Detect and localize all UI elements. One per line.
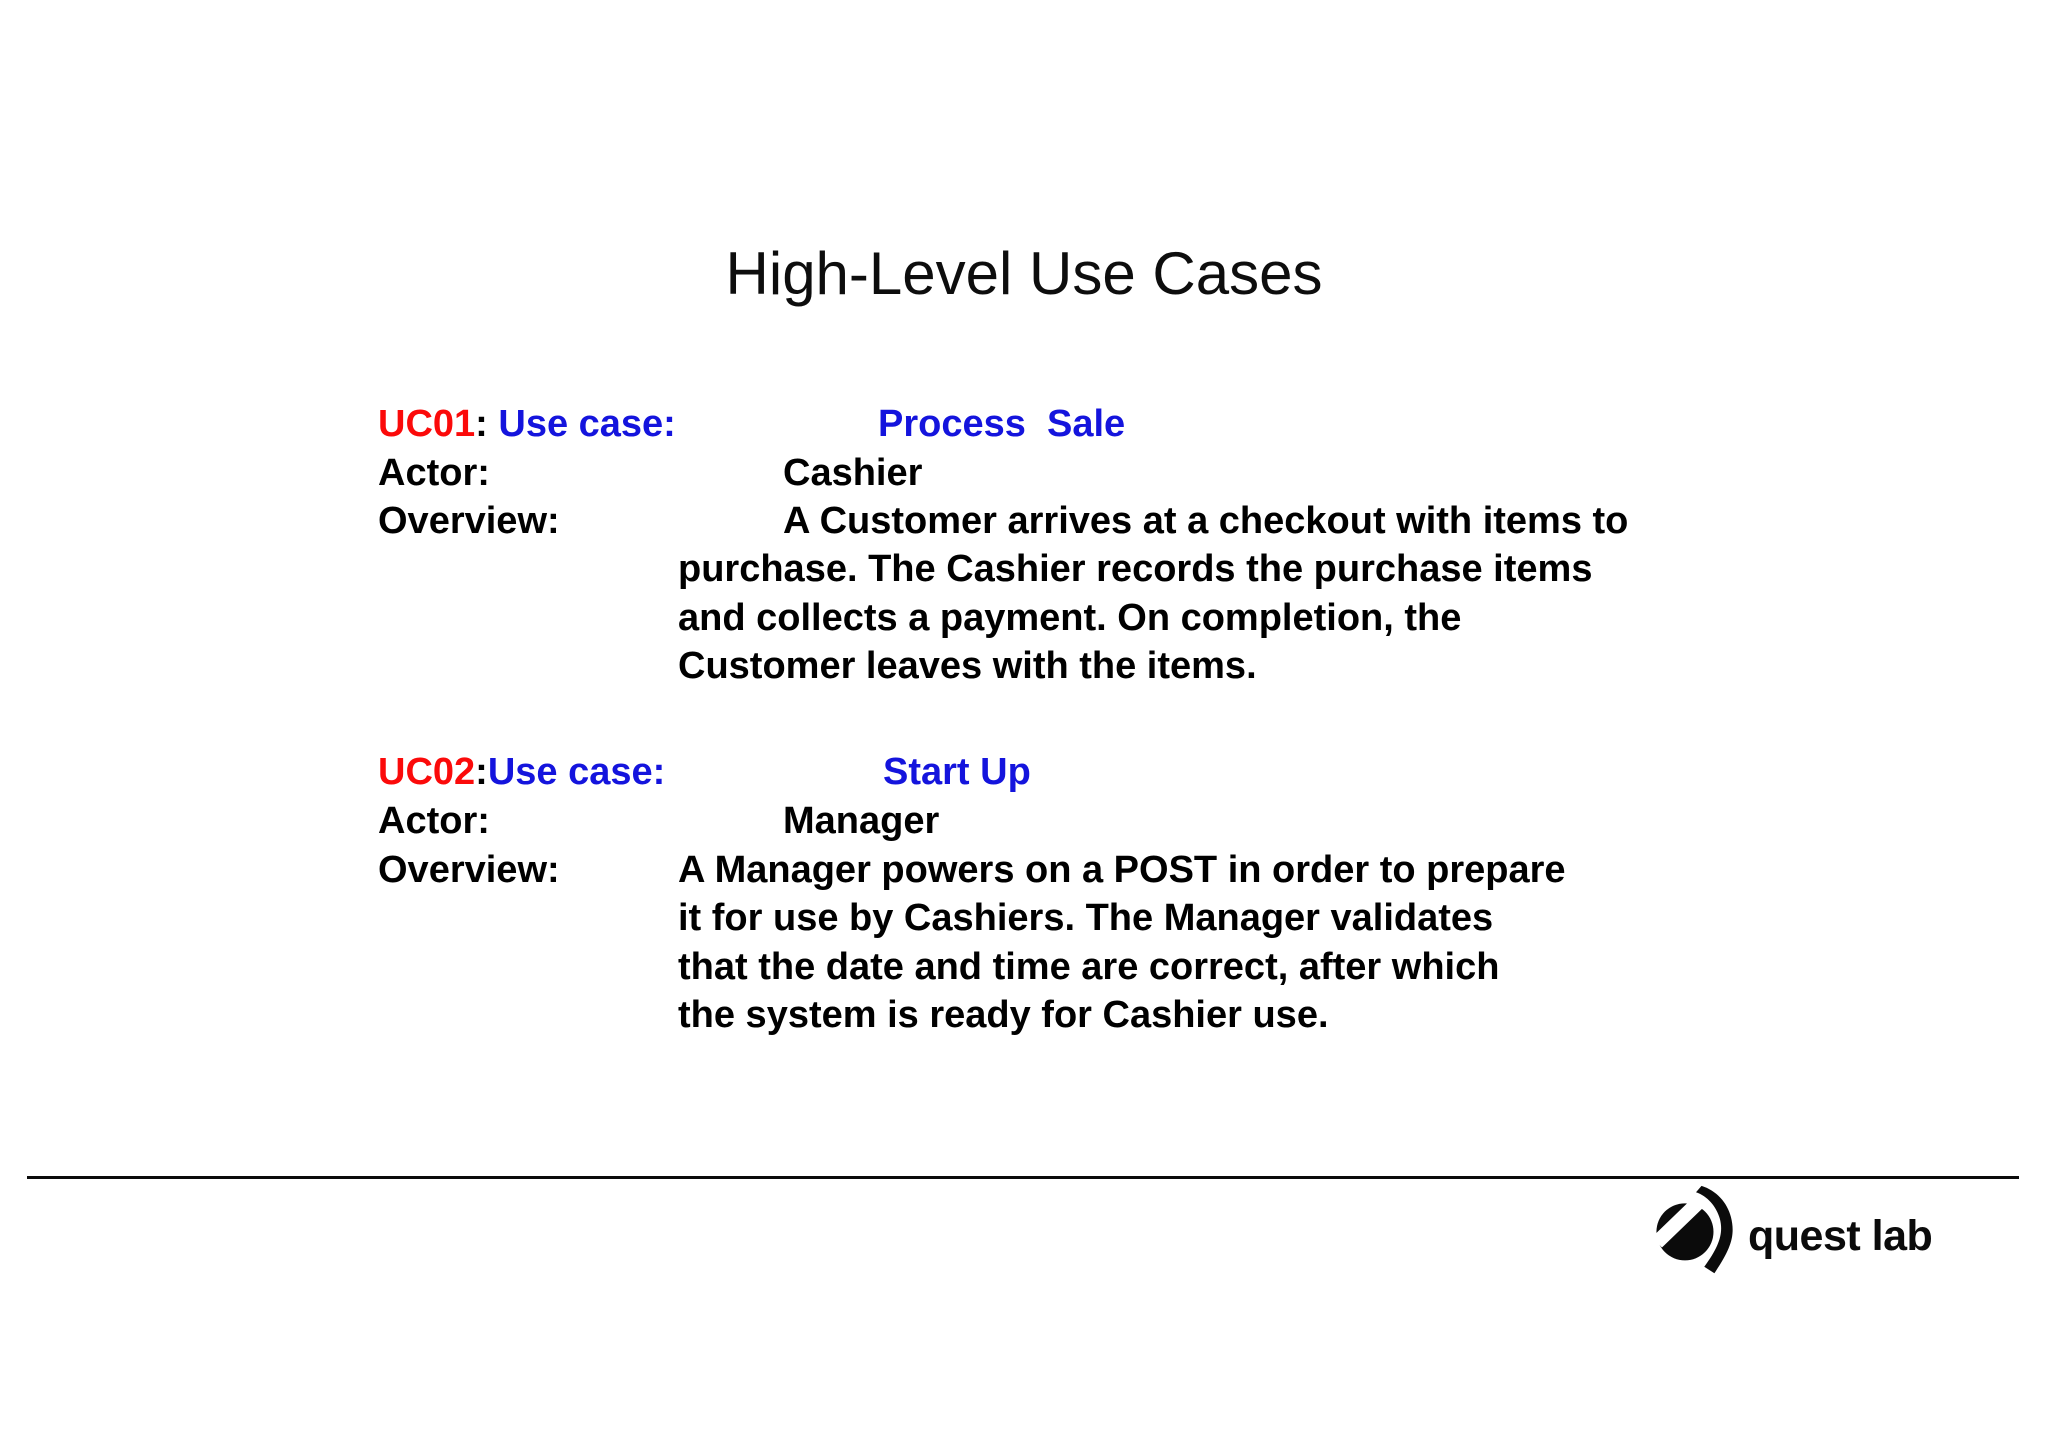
uc01-actor-value: Cashier: [783, 452, 923, 494]
uc02-overview-text-1: A Manager powers on a POST in order to p…: [678, 849, 1566, 891]
uc01-overview-text-4: Customer leaves with the items.: [678, 645, 1257, 687]
uc02-use-case-name: Start Up: [883, 751, 1031, 793]
uc02-overview-text-2: it for use by Cashiers. The Manager vali…: [678, 897, 1494, 939]
uc02-id-separator: :: [475, 751, 488, 793]
uc01-id: UC01: [378, 403, 476, 445]
uc01-actor-label: Actor:: [378, 452, 490, 494]
quest-lab-logo-icon: [1651, 1185, 1733, 1274]
uc01-overview-line-2: purchase. The Cashier records the purcha…: [0, 545, 2048, 593]
uc01-overview-text-1: A Customer arrives at a checkout with it…: [783, 500, 1629, 542]
uc01-overview-line-4: Customer leaves with the items.: [0, 642, 2048, 690]
page-title: High-Level Use Cases: [725, 240, 1323, 307]
uc02-header-left: UC02:Use case:: [378, 748, 665, 796]
uc01-header-line: UC01: Use case: Process Sale: [0, 400, 2048, 448]
uc01-actor-line: Actor: Cashier: [0, 449, 2048, 497]
uc02-overview-text-3: that the date and time are correct, afte…: [678, 946, 1500, 988]
uc02-overview-line-2: it for use by Cashiers. The Manager vali…: [0, 894, 2048, 942]
uc02-use-case-label: Use case:: [487, 751, 666, 793]
uc01-overview-text-3: and collects a payment. On completion, t…: [678, 597, 1462, 639]
uc02-overview-line-4: the system is ready for Cashier use.: [0, 991, 2048, 1039]
uc01-overview-label: Overview:: [378, 500, 560, 542]
uc02-actor-line: Actor: Manager: [0, 797, 2048, 845]
footer-divider: [27, 1176, 2019, 1179]
uc01-id-separator: :: [475, 403, 499, 445]
uc01-overview-text-2: purchase. The Cashier records the purcha…: [678, 548, 1593, 590]
uc02-overview-text-4: the system is ready for Cashier use.: [678, 994, 1329, 1036]
uc02-overview-line-3: that the date and time are correct, afte…: [0, 943, 2048, 991]
uc01-overview-line-3: and collects a payment. On completion, t…: [0, 594, 2048, 642]
uc02-header-line: UC02:Use case: Start Up: [0, 748, 2048, 796]
uc01-use-case-label: Use case:: [498, 403, 676, 445]
uc01-overview-line: Overview: A Customer arrives at a checko…: [0, 497, 2048, 545]
uc02-actor-label: Actor:: [378, 800, 490, 842]
uc02-overview-line: Overview: A Manager powers on a POST in …: [0, 846, 2048, 894]
uc02-actor-value: Manager: [783, 800, 940, 842]
uc01-header-left: UC01: Use case:: [378, 400, 676, 448]
quest-lab-logo-text: quest lab: [1748, 1212, 1933, 1260]
quest-lab-logo: quest lab: [1650, 1184, 1950, 1284]
uc02-id: UC02: [378, 751, 476, 793]
uc01-use-case-name: Process Sale: [878, 403, 1126, 445]
uc02-overview-label: Overview:: [378, 849, 560, 891]
